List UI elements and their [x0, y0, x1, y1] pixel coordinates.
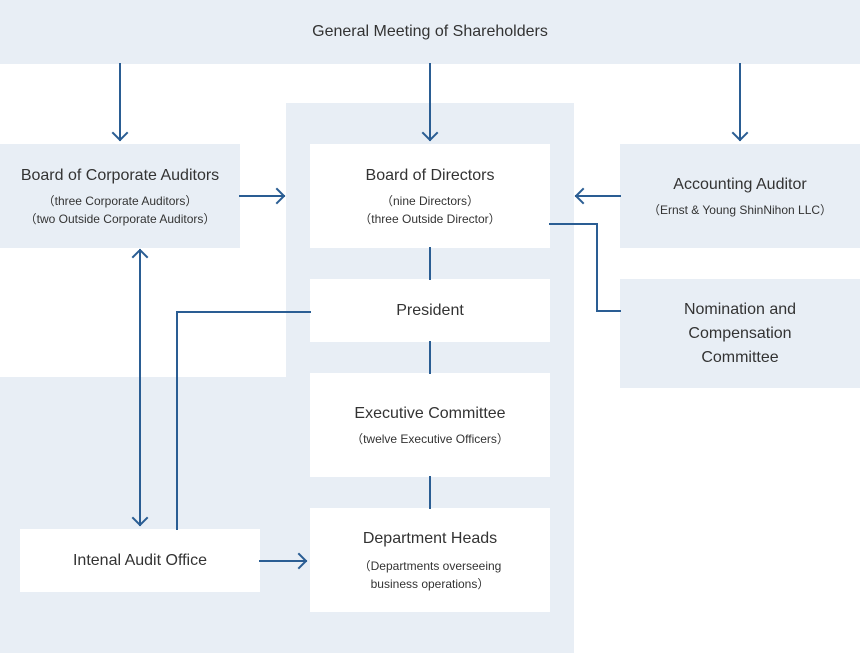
executive-committee-node: Executive Committee （twelve Executive Of… [310, 373, 550, 477]
arrow-shareholders-to-accounting [731, 63, 749, 142]
corporate-auditors-sub2: （two Outside Corporate Auditors） [24, 212, 216, 226]
corporate-auditors-sub1: （three Corporate Auditors） [42, 194, 198, 208]
department-heads-sub2: business operations） [370, 577, 490, 591]
board-of-directors-sub1: （nine Directors） [380, 194, 480, 208]
nomination-committee-node: Nomination and Compensation Committee [620, 279, 860, 388]
executive-committee-title: Executive Committee [354, 405, 506, 422]
corporate-auditors-title: Board of Corporate Auditors [20, 167, 220, 184]
president-node: President [310, 279, 550, 342]
board-of-directors-title: Board of Directors [365, 167, 495, 184]
internal-audit-title: Intenal Audit Office [72, 551, 207, 569]
shareholders-banner [0, 0, 860, 64]
arrow-auditors-internal-audit [131, 248, 149, 527]
line-president-to-internal-audit [176, 311, 311, 530]
arrow-accounting-to-board [574, 187, 621, 205]
shareholders-node: General Meeting of Shareholders [0, 0, 860, 64]
arrow-auditors-to-board [239, 187, 286, 205]
department-heads-node: Department Heads （Departments overseeing… [310, 508, 550, 612]
board-of-directors-sub2: （three Outside Director） [359, 212, 501, 226]
nomination-committee-title: Nomination and Compensation Committee [683, 300, 797, 366]
arrow-internal-audit-to-departments [259, 552, 308, 570]
board-of-directors-node: Board of Directors （nine Directors） （thr… [310, 144, 550, 248]
executive-committee-sub1: （twelve Executive Officers） [351, 432, 509, 446]
corporate-auditors-node: Board of Corporate Auditors （three Corpo… [0, 144, 240, 248]
accounting-auditor-sub1: （Ernst & Young ShinNihon LLC） [647, 203, 833, 217]
shareholders-title: General Meeting of Shareholders [312, 23, 548, 40]
line-board-to-nomination [549, 223, 621, 312]
accounting-auditor-node: Accounting Auditor （Ernst & Young ShinNi… [620, 144, 860, 248]
arrow-shareholders-to-board [421, 63, 439, 142]
department-heads-title: Department Heads [362, 530, 498, 547]
president-title: President [396, 301, 464, 319]
department-heads-sub1: （Departments overseeing [358, 559, 502, 573]
accounting-auditor-title: Accounting Auditor [673, 176, 807, 193]
internal-audit-node: Intenal Audit Office [20, 529, 260, 592]
arrow-shareholders-to-auditors [111, 63, 129, 142]
